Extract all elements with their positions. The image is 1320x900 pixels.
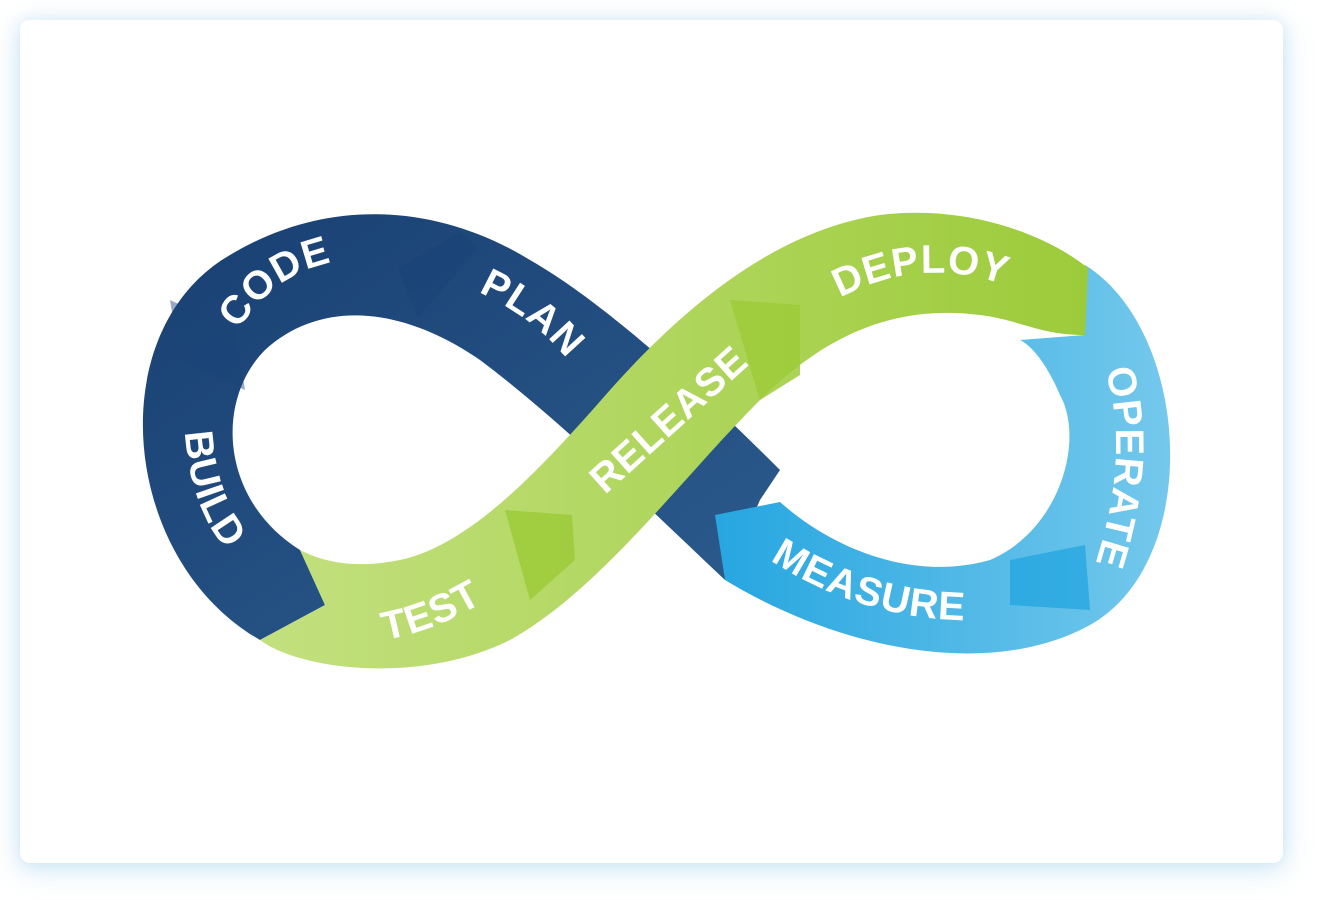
plan-segment-edge: [398, 232, 478, 318]
release-loop-band: [260, 212, 1088, 669]
release-segment-edge: [730, 300, 800, 400]
dev-loop-band: [142, 214, 780, 640]
test-segment-edge: [505, 510, 575, 600]
code-segment-edge: [170, 300, 245, 390]
operate-segment-edge: [1010, 545, 1090, 610]
